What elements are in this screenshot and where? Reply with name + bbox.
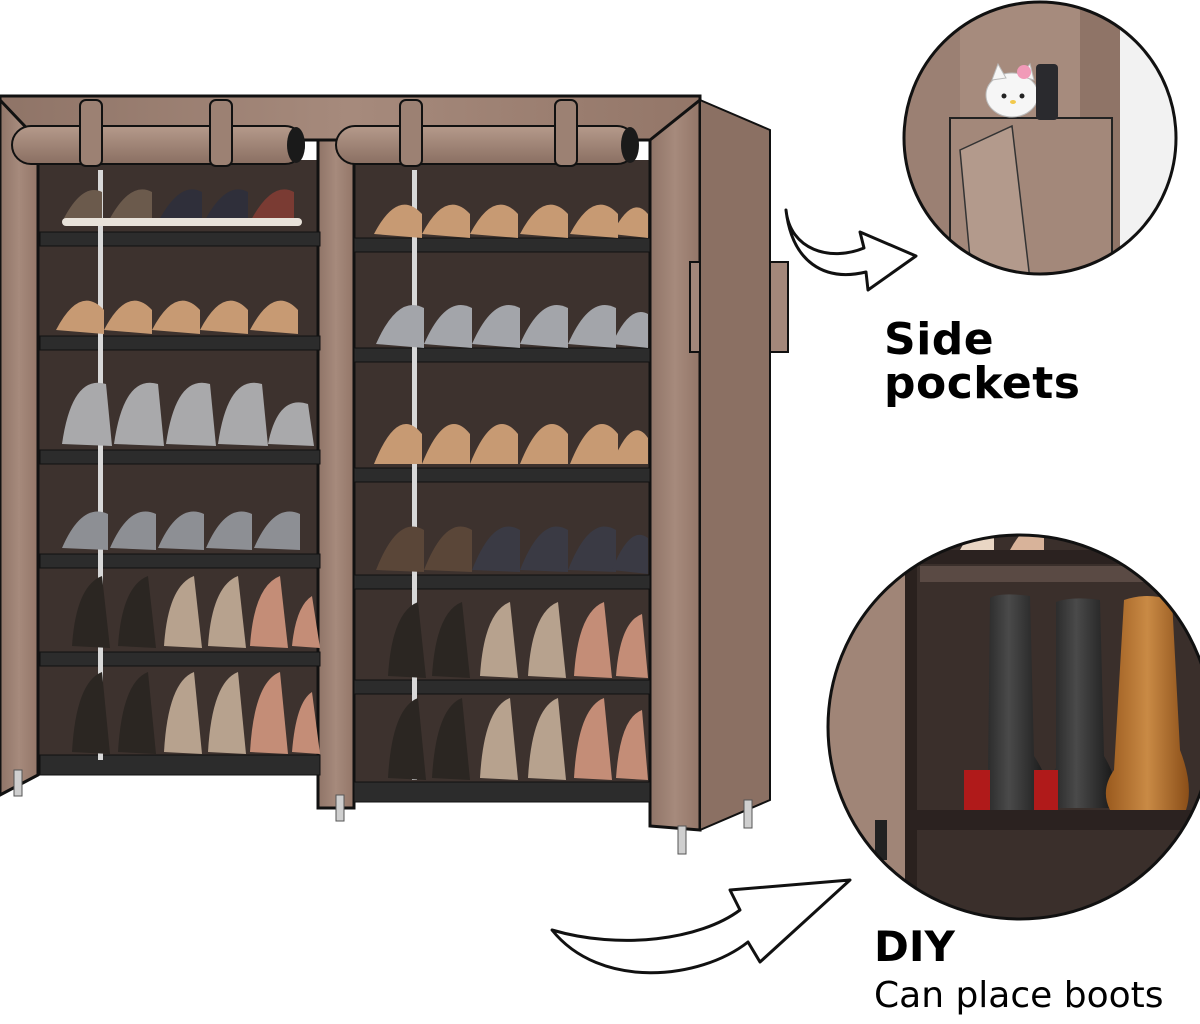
right-side-panel [648, 96, 702, 832]
curved-arrow-icon [550, 878, 852, 975]
left-compartment [36, 160, 320, 775]
shoe-rack [0, 94, 789, 855]
rolled-cover-right [335, 125, 637, 165]
side-pockets-caption: Side pockets [884, 314, 1081, 409]
curved-arrow-icon [784, 208, 918, 292]
diy-title: DIY [874, 922, 955, 971]
rolled-cover-left [11, 125, 305, 165]
rack-depth-side [699, 98, 771, 832]
shoes [56, 189, 648, 780]
diy-subtitle: Can place boots [874, 975, 1164, 1016]
boots-detail [826, 533, 1200, 921]
center-panel [316, 138, 356, 810]
left-side-panel [0, 97, 40, 797]
side-pocket-detail [902, 0, 1178, 276]
